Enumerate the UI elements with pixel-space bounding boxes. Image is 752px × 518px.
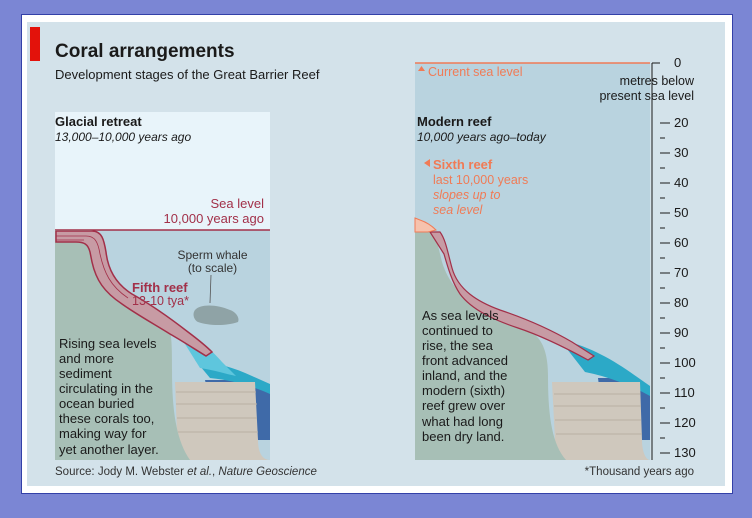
depth-tick-label: 120 xyxy=(674,415,696,430)
source-comma: , xyxy=(212,466,219,478)
sixth-reef-period: last 10,000 years xyxy=(433,173,529,187)
left-panel-description: Rising sea levels and more sediment circ… xyxy=(59,336,159,457)
depth-tick-label: 110 xyxy=(674,385,695,400)
source-journal: Nature Geoscience xyxy=(218,466,317,478)
right-sediment xyxy=(552,382,650,460)
depth-tick-label: 90 xyxy=(674,325,689,340)
current-sea-level-label: Current sea level xyxy=(428,65,523,79)
right-fifth-reef xyxy=(428,231,596,361)
footnote: *Thousand years ago xyxy=(584,466,694,478)
brand-red-bar xyxy=(30,27,40,61)
source-etal: et al. xyxy=(187,466,213,478)
sperm-whale-icon xyxy=(193,305,239,325)
whale-label-1: Sperm whale xyxy=(177,248,248,262)
current-sea-level-arrow-icon xyxy=(418,66,425,71)
left-sediment xyxy=(175,382,270,460)
left-rock-cliff xyxy=(55,230,190,460)
sixth-reef-arrow-icon xyxy=(424,159,430,167)
page-title: Coral arrangements xyxy=(55,41,235,62)
depth-tick-label: 100 xyxy=(674,355,696,370)
sixth-reef-note-1: slopes up to xyxy=(433,188,501,202)
depth-tick-label: 20 xyxy=(674,115,689,130)
depth-tick-label: 70 xyxy=(674,265,689,280)
fifth-reef-period: 13-10 tya* xyxy=(132,294,189,308)
depth-axis-label-2: present sea level xyxy=(599,89,694,103)
depth-tick-label: 50 xyxy=(674,205,689,220)
depth-tick-label: 30 xyxy=(674,145,689,160)
whale-label-2: (to scale) xyxy=(187,261,238,275)
left-panel-period: 13,000–10,000 years ago xyxy=(55,130,192,144)
depth-tick-label: 0 xyxy=(674,55,682,70)
left-panel-sky xyxy=(55,112,270,230)
right-panel-description: As sea levels continued to rise, the sea… xyxy=(422,308,509,444)
whale-pointer xyxy=(209,274,212,304)
source-prefix: Source: Jody M. Webster xyxy=(55,466,188,478)
left-fifth-reef xyxy=(55,230,214,357)
right-sixth-reef xyxy=(414,217,437,233)
depth-tick-label: 130 xyxy=(674,445,696,460)
sixth-reef-label: Sixth reef xyxy=(433,157,493,172)
depth-tick-label: 40 xyxy=(674,175,689,190)
left-sea-level-label-1: Sea level xyxy=(210,196,264,211)
depth-axis-label-1: metres below xyxy=(619,74,694,88)
left-sea-level-label-2: 10,000 years ago xyxy=(163,211,264,226)
left-panel-heading: Glacial retreat xyxy=(55,114,142,129)
depth-tick-label: 80 xyxy=(674,295,689,310)
fifth-reef-label: Fifth reef xyxy=(132,280,188,295)
right-panel-heading: Modern reef xyxy=(417,114,492,129)
depth-axis-ticks xyxy=(652,62,670,454)
depth-tick-label: 60 xyxy=(674,235,689,250)
sixth-reef-note-2: sea level xyxy=(433,203,483,217)
source-note: Source: Jody M. Webster et al., Nature G… xyxy=(55,466,317,478)
right-rock-cliff xyxy=(415,228,566,460)
right-panel-period: 10,000 years ago–today xyxy=(417,130,546,144)
page-subtitle: Development stages of the Great Barrier … xyxy=(55,67,320,82)
